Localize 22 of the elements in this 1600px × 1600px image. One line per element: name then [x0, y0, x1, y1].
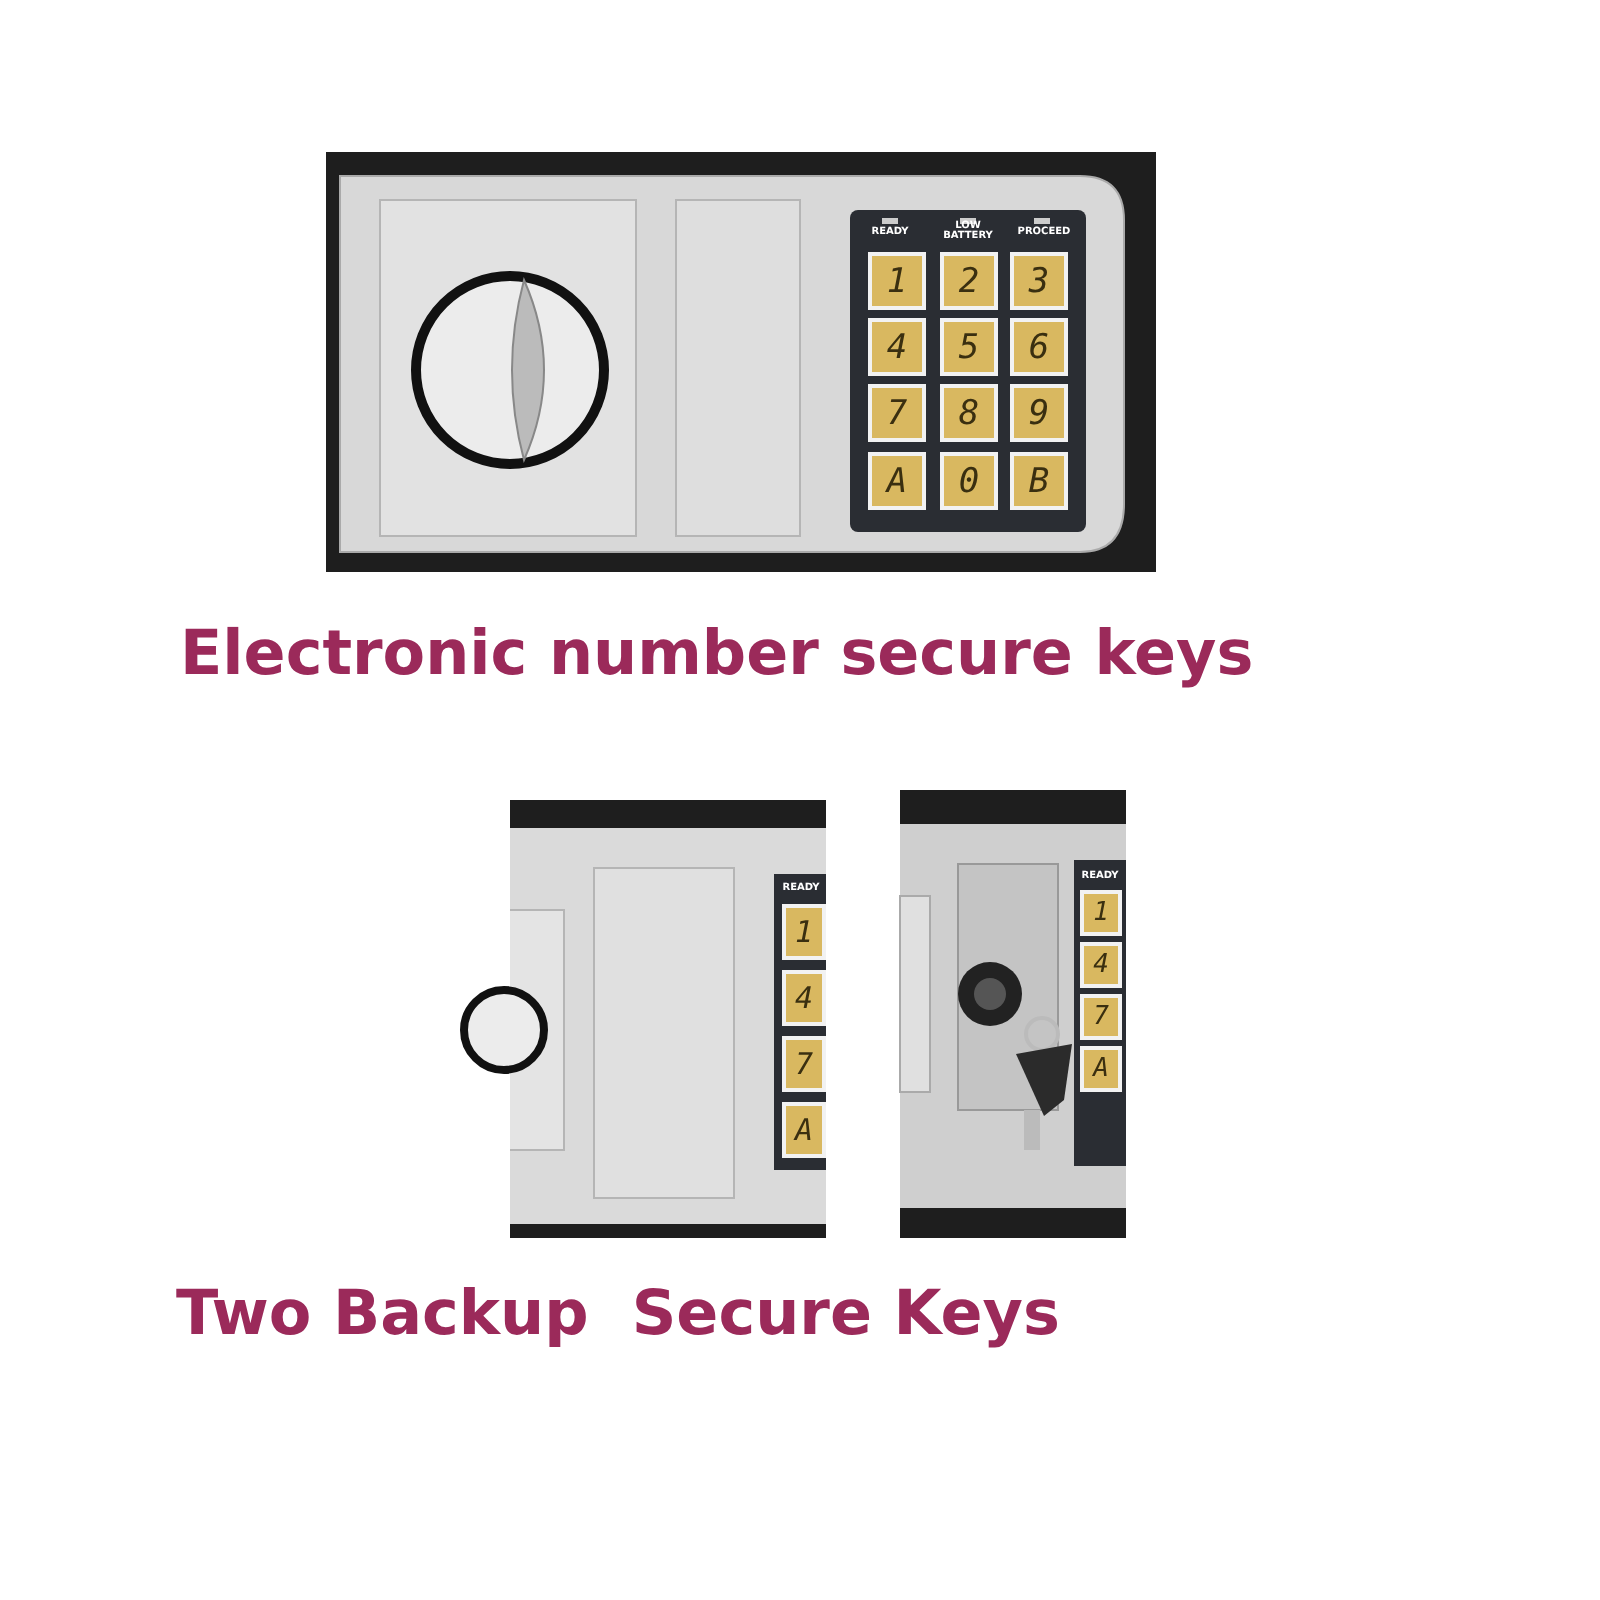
- keypad-key: B: [1010, 452, 1068, 510]
- keypad-key: A: [868, 452, 926, 510]
- keypad-key: 1: [868, 252, 926, 310]
- keypad-key: A: [782, 1102, 826, 1158]
- caption: Two Backup Secure Keys: [176, 1284, 1060, 1346]
- keypad-key: 2: [940, 252, 998, 310]
- keypad-key: 1: [782, 904, 826, 960]
- keypad-key: 5: [940, 318, 998, 376]
- keypad-key: 7: [868, 384, 926, 442]
- keypad-key: 7: [1080, 994, 1122, 1040]
- keypad-key: 6: [1010, 318, 1068, 376]
- keypad-key: 1: [1080, 890, 1122, 936]
- keypad-key: 8: [940, 384, 998, 442]
- keypad-key: 3: [1010, 252, 1068, 310]
- keypad-key: 9: [1010, 384, 1068, 442]
- keypad-key: A: [1080, 1046, 1122, 1092]
- keypad-key: 7: [782, 1036, 826, 1092]
- keypad-key: 4: [782, 970, 826, 1026]
- keypad-key: 4: [1080, 942, 1122, 988]
- caption: Electronic number secure keys: [180, 624, 1254, 686]
- keypad-key: 0: [940, 452, 998, 510]
- keypad-key: 4: [868, 318, 926, 376]
